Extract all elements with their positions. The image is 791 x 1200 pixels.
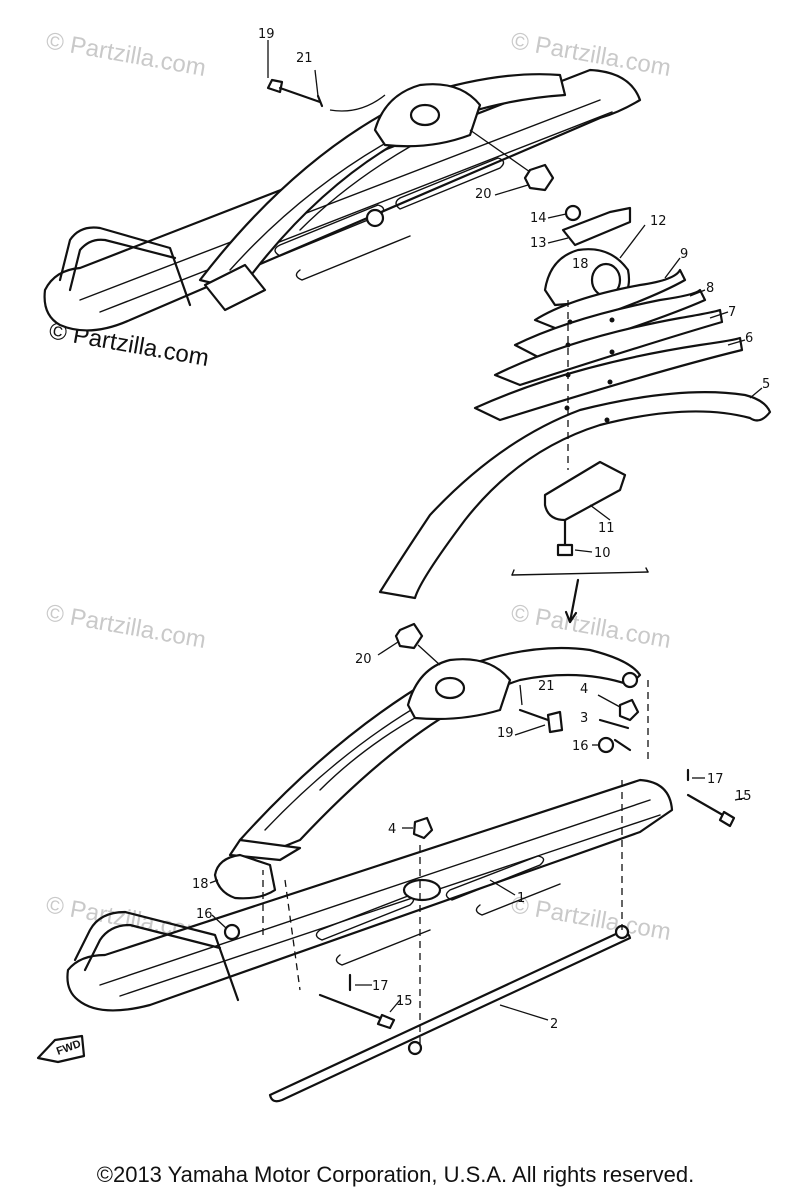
callout-18: 18	[572, 257, 589, 272]
callout-15-left: 15	[396, 994, 413, 1009]
callout-labels: 19 21 20 14 13 12 18 9 8 7 6 5 11 10 20 …	[192, 27, 770, 1032]
ski-assembly-bottom: FWD	[36, 622, 746, 1103]
callout-7: 7	[728, 305, 736, 320]
watermark: © Partzilla.com	[44, 599, 208, 654]
callout-9: 9	[680, 247, 688, 262]
callout-13: 13	[530, 236, 547, 251]
callout-16-right: 16	[572, 739, 589, 754]
callout-5: 5	[762, 377, 770, 392]
watermark: © Partzilla.com	[509, 891, 673, 946]
callout-8: 8	[706, 281, 714, 296]
callout-2: 2	[550, 1017, 558, 1032]
callout-17-right: 17	[707, 772, 724, 787]
callout-1: 1	[517, 891, 525, 906]
callout-17-left: 17	[372, 979, 389, 994]
callout-4-middle: 4	[388, 822, 396, 837]
callout-3: 3	[580, 711, 588, 726]
callout-21-bottom: 21	[538, 679, 555, 694]
callout-11: 11	[598, 521, 615, 536]
callout-20: 20	[475, 187, 492, 202]
watermark: © Partzilla.com	[509, 599, 673, 654]
callout-14: 14	[530, 211, 547, 226]
callout-20-bottom: 20	[355, 652, 372, 667]
ski-assembly-top	[43, 40, 642, 332]
leaf-spring-exploded	[378, 204, 772, 624]
callout-19-bottom: 19	[497, 726, 514, 741]
callout-12: 12	[650, 214, 667, 229]
copyright-notice: ©2013 Yamaha Motor Corporation, U.S.A. A…	[96, 1162, 695, 1187]
callout-6: 6	[745, 331, 753, 346]
callout-10: 10	[594, 546, 611, 561]
callout-19: 19	[258, 27, 275, 42]
callout-16-left: 16	[196, 907, 213, 922]
callout-4-right: 4	[580, 682, 588, 697]
watermark: © Partzilla.com	[44, 27, 208, 82]
callout-18-bottom: 18	[192, 877, 209, 892]
fwd-arrow-icon	[36, 1034, 86, 1064]
callout-15-right: 15	[735, 789, 752, 804]
callout-21: 21	[296, 51, 313, 66]
